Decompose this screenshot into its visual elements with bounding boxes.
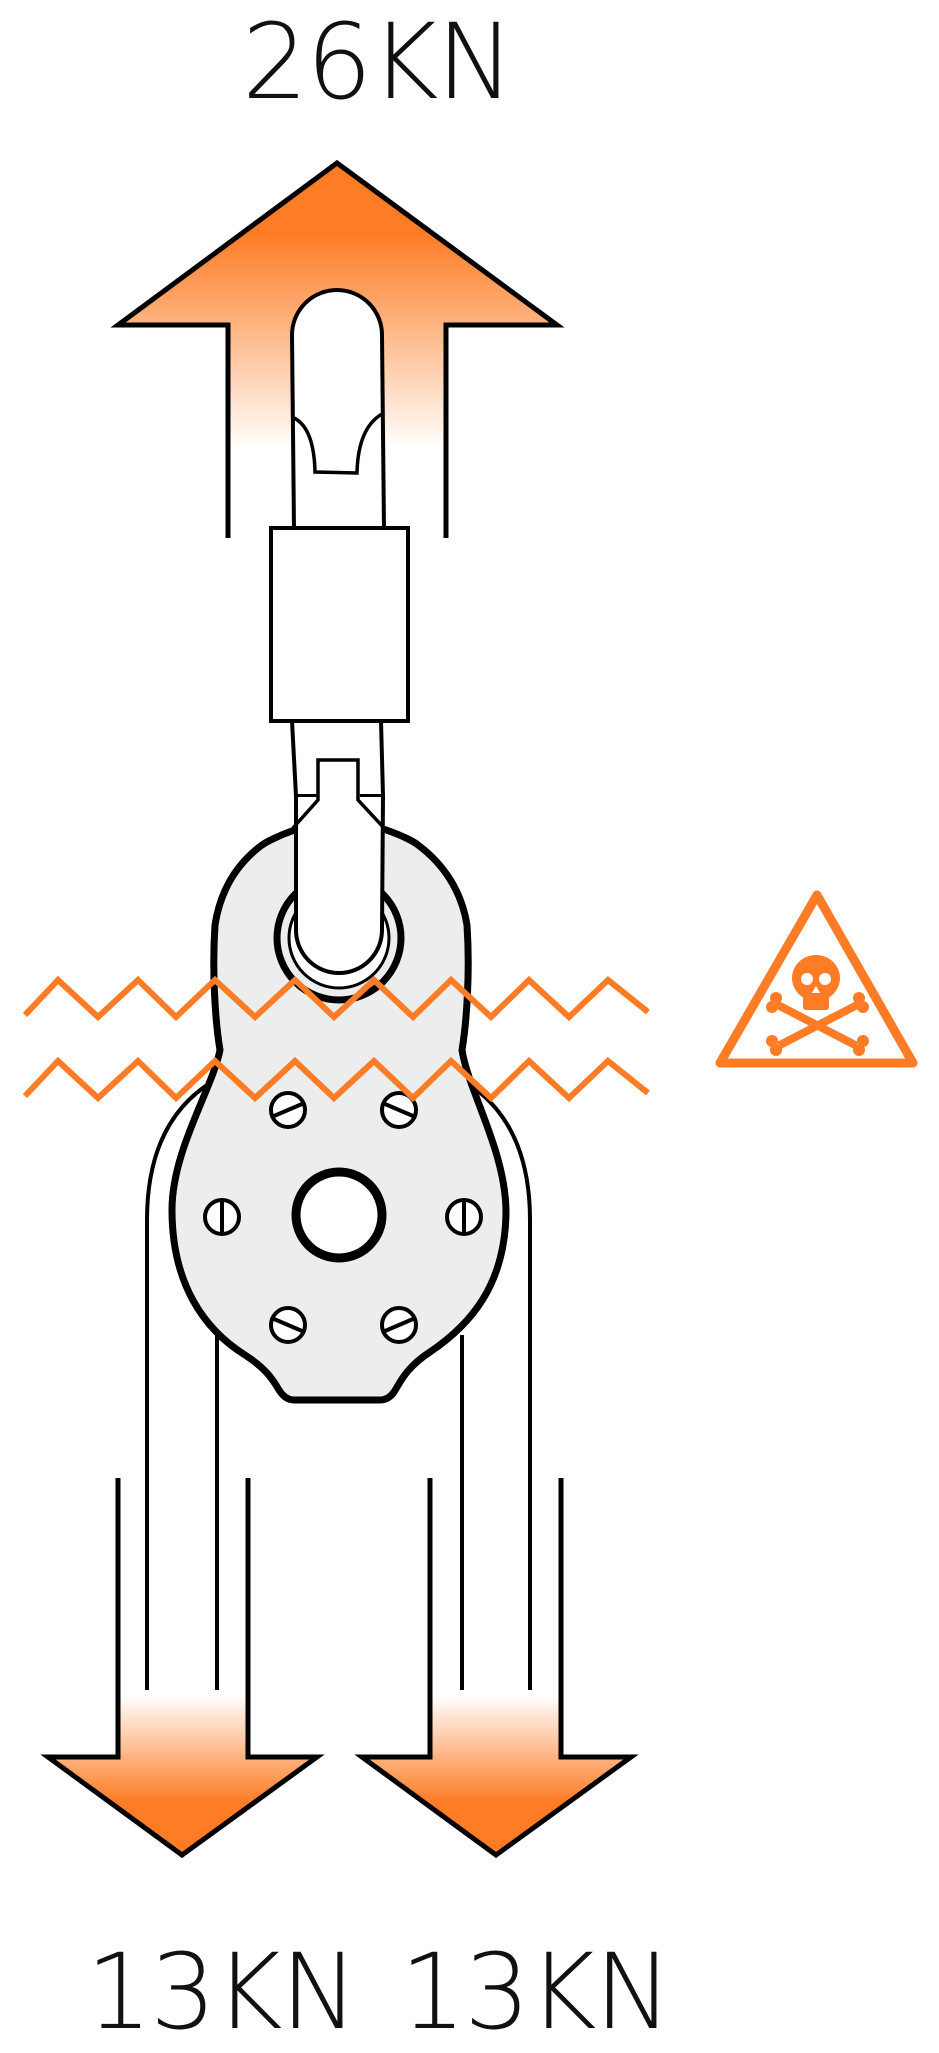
screw [380, 1091, 418, 1129]
bottom-right-force-label: 13KN [400, 1931, 672, 2053]
stress-zigzag-lines [22, 975, 650, 1103]
hook-shank [291, 758, 386, 975]
screw [269, 1306, 307, 1344]
bottom-left-force-label: 13KN [86, 1931, 358, 2053]
screw [380, 1306, 418, 1344]
zigzag-upper [22, 975, 650, 1022]
pulley-axle [291, 1167, 387, 1263]
downward-force-arrow-right [354, 1478, 639, 1859]
pulley-screws [203, 1091, 483, 1344]
top-force-label: 26KN [242, 1, 514, 123]
skull-warning-icon [715, 890, 918, 1068]
screw [269, 1091, 307, 1129]
downward-force-arrow-left [40, 1478, 325, 1859]
connector-block [269, 526, 410, 723]
top-shackle [289, 288, 387, 532]
screw [203, 1198, 241, 1236]
screw [445, 1198, 483, 1236]
zigzag-lower [22, 1056, 650, 1103]
